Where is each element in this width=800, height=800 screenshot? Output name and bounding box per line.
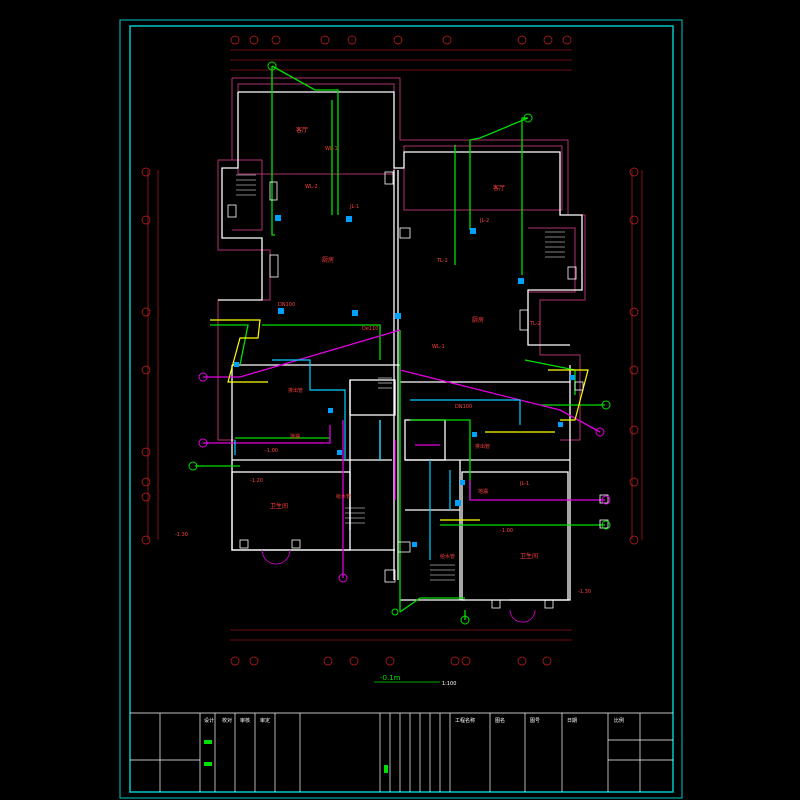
- fixture-outlines: [227, 171, 609, 609]
- top-axis-bubbles: [230, 35, 572, 45]
- tb-checker: 校对: [222, 717, 232, 724]
- label-wl1: WL-1: [325, 146, 338, 152]
- label-elev-1: -1.00: [265, 448, 278, 454]
- label-de110: De110: [362, 326, 378, 332]
- inner-frame: [129, 25, 674, 793]
- label-room-4: 厨房: [472, 316, 484, 324]
- label-cold-water-2: 给水管: [440, 553, 455, 560]
- label-jl1-b: JL-1: [519, 481, 529, 487]
- pipe-riser-circles: [188, 61, 611, 625]
- drawing-title-group: -0.1m 1:100: [374, 674, 456, 687]
- drawing-scale: 1:100: [442, 681, 456, 687]
- label-tl1: TL-1: [436, 258, 448, 264]
- title-block-text: 设计 校对 审核 审定 工程名称 图名 图号 日期 比例: [204, 717, 624, 724]
- label-dn100-2: DN100: [455, 404, 472, 410]
- label-room-6: 卫生间: [520, 552, 538, 560]
- label-elev-2: -1.20: [250, 478, 263, 484]
- drain-pipes: [195, 65, 605, 620]
- tb-date: 日期: [567, 718, 577, 724]
- label-cold-water-1: 给水管: [336, 493, 351, 500]
- label-elev-3: -1.30: [175, 532, 188, 538]
- fixtures: [234, 215, 575, 547]
- label-room-3: 厨房: [322, 256, 334, 264]
- tb-project: 工程名称: [455, 717, 475, 724]
- title-block: [130, 712, 673, 792]
- bottom-axis-bubbles: [230, 656, 552, 666]
- title-block-green-marks: [204, 740, 388, 773]
- drawing-title: -0.1m: [380, 674, 401, 682]
- label-dn100: DN100: [278, 302, 295, 308]
- tb-drawing-name: 图名: [495, 717, 505, 724]
- label-elev-4: -1.00: [500, 528, 513, 534]
- yellow-pipes: [210, 319, 589, 521]
- doors: [261, 549, 536, 623]
- label-jl1: JL-1: [349, 204, 359, 210]
- roof-outline: [217, 77, 586, 441]
- label-room-5: 卫生间: [270, 502, 288, 510]
- outer-frame: [119, 19, 683, 799]
- label-floor-drain-1: 地漏: [290, 433, 300, 440]
- top-dimension-lines: [147, 49, 643, 641]
- water-pipes: [203, 329, 605, 578]
- label-tl2: TL-2: [529, 321, 541, 327]
- label-room-2: 客厅: [493, 184, 505, 192]
- side-axis-bubbles: [141, 167, 639, 545]
- tb-reviewer: 审核: [240, 717, 250, 724]
- label-floor-drain-2: 地漏: [478, 488, 488, 495]
- tb-drawing-no: 图号: [530, 718, 540, 724]
- label-room-1: 客厅: [296, 126, 308, 134]
- tb-approver: 审定: [260, 717, 270, 724]
- label-outlet-2: 排出管: [475, 443, 490, 450]
- cyan-pipes: [234, 359, 521, 560]
- pipe-labels: 客厅 客厅 厨房 厨房 卫生间 卫生间 WL-1 WL-2 JL-1 JL-2 …: [175, 126, 591, 595]
- tb-designer: 设计: [204, 717, 214, 724]
- label-jl2: JL-2: [479, 218, 489, 224]
- label-wl1-b: WL-1: [432, 344, 445, 350]
- label-outlet-1: 排出管: [288, 387, 303, 394]
- label-elev-5: -1.30: [578, 589, 591, 595]
- label-wl2: WL-2: [305, 184, 318, 190]
- tb-scale: 比例: [614, 717, 624, 724]
- stairs: [236, 174, 565, 581]
